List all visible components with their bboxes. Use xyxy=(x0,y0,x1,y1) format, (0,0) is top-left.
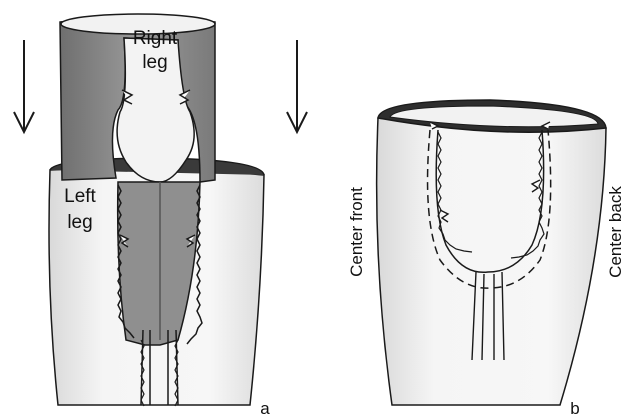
down-arrow-left-icon xyxy=(14,40,34,132)
label-left-leg-line1: Left xyxy=(64,186,96,207)
panel-a: Right leg Left leg a xyxy=(14,14,307,418)
label-right-leg-line2: leg xyxy=(142,52,167,73)
label-center-front: Center front xyxy=(347,187,366,277)
panel-letter-b: b xyxy=(570,399,579,418)
panel-letter-a: a xyxy=(260,399,270,418)
panel-b: Center front Center back b xyxy=(347,100,624,418)
down-arrow-right-icon xyxy=(287,40,307,132)
label-right-leg-line1: Right xyxy=(133,28,178,49)
label-center-back: Center back xyxy=(606,186,624,278)
label-left-leg-line2: leg xyxy=(67,212,92,233)
tube-b xyxy=(377,116,606,405)
